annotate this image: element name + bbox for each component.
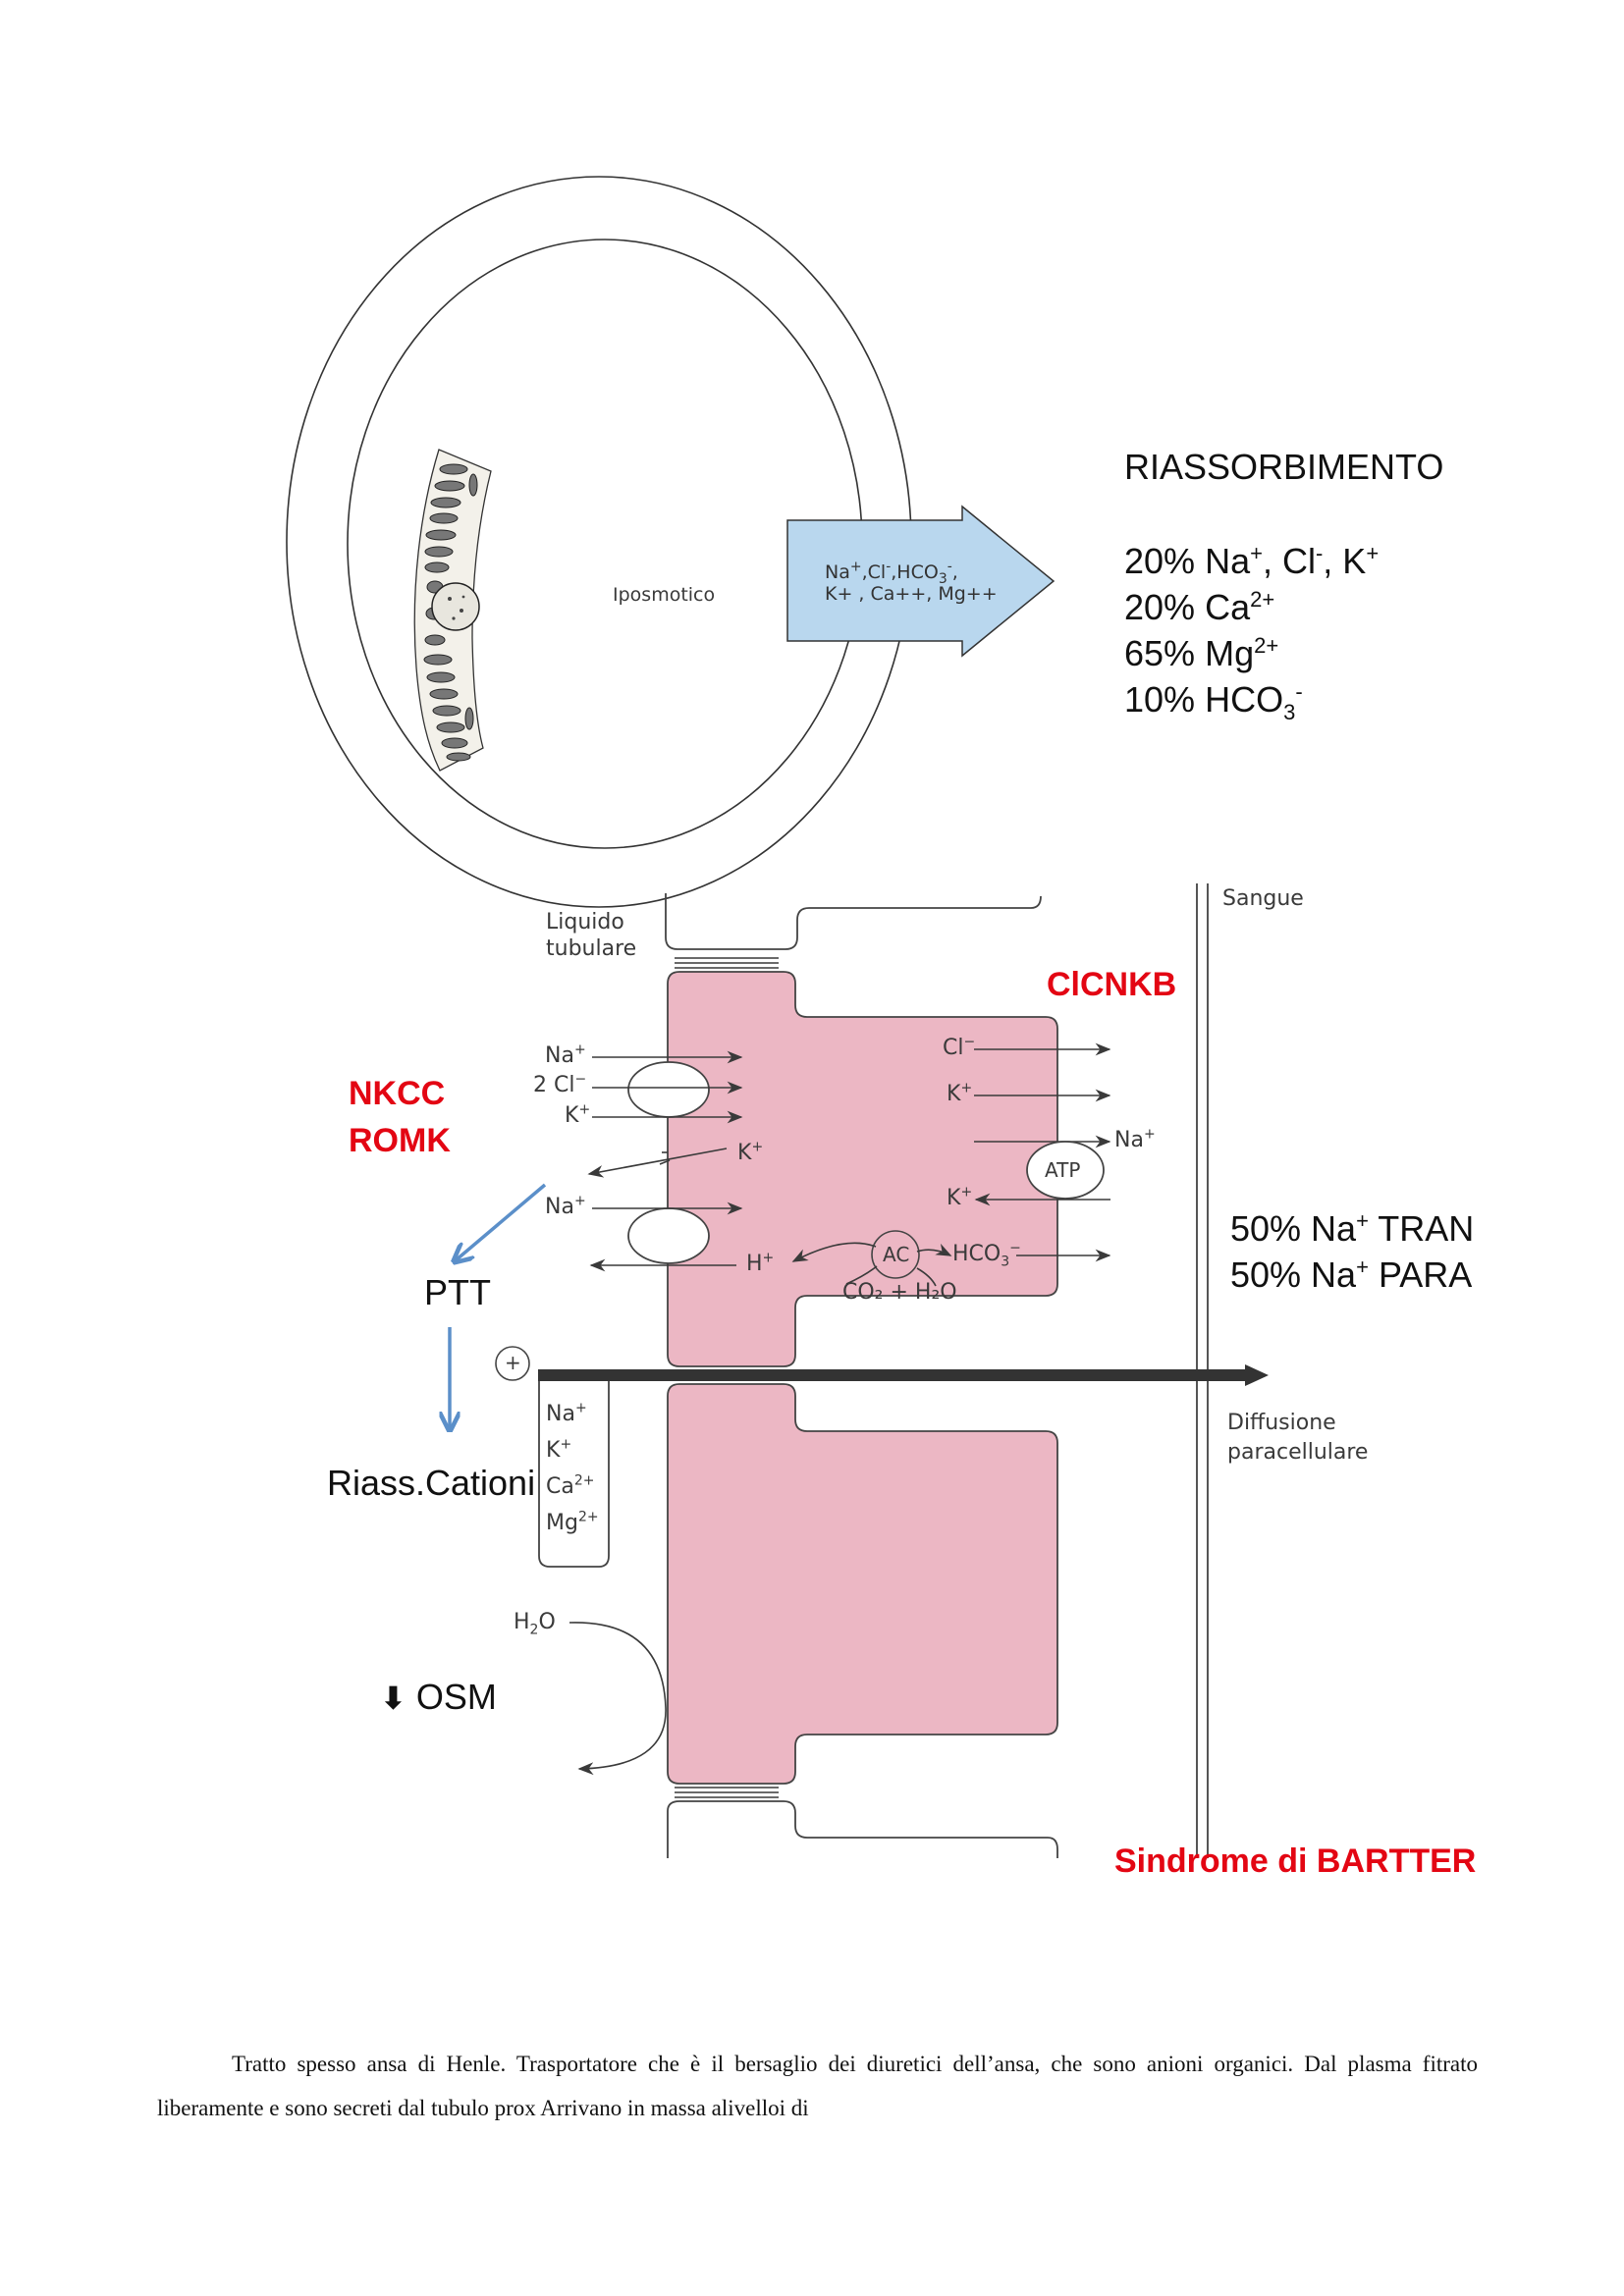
na-k-atpase bbox=[1026, 1141, 1105, 1200]
charge: 2+ bbox=[1254, 633, 1279, 658]
blood-label: Sangue bbox=[1222, 886, 1304, 911]
cation-na: Na+ bbox=[546, 1400, 587, 1426]
reabsorption-item-hco3: 10% HCO3- bbox=[1124, 676, 1303, 725]
reabsorption-item-mg: 65% Mg2+ bbox=[1124, 630, 1278, 676]
atp-label: ATP bbox=[1045, 1158, 1081, 1182]
ion: Mg bbox=[1205, 633, 1255, 673]
hco3-label: HCO3− bbox=[952, 1240, 1021, 1270]
charge: + bbox=[1366, 541, 1380, 565]
basolateral-k-in-label: K+ bbox=[947, 1184, 973, 1210]
blue-arrow-to-ptt bbox=[456, 1183, 547, 1260]
tight-junction-lower bbox=[675, 1787, 779, 1798]
co2-h2o-label: CO₂ + H₂O bbox=[842, 1280, 957, 1305]
nkcc-cl-label: 2 Cl− bbox=[533, 1071, 587, 1097]
nhe-h-label: H+ bbox=[746, 1250, 775, 1276]
nkcc-k-label: K+ bbox=[565, 1101, 591, 1128]
arrow-ions-line-2: K+ , Ca++, Mg++ bbox=[825, 583, 998, 605]
h2o-input-curve bbox=[916, 1267, 937, 1287]
charge: - bbox=[1315, 541, 1324, 565]
charge: - bbox=[1295, 679, 1303, 704]
cation-mg: Mg2+ bbox=[546, 1509, 599, 1535]
ion: , K bbox=[1323, 541, 1367, 581]
nkcc-annotation: NKCC ROMK bbox=[349, 1070, 451, 1164]
nhe-exchanger bbox=[627, 1207, 710, 1264]
co2-input-curve bbox=[845, 1265, 878, 1285]
charge: + bbox=[1250, 541, 1263, 565]
paracellular-arrow-head bbox=[1245, 1364, 1269, 1386]
arrow-ions-text: Na+,Cl-,HCO3-, K+ , Ca++, Mg++ bbox=[825, 561, 998, 605]
subscript: 3 bbox=[1283, 700, 1296, 725]
ion: , Cl bbox=[1262, 541, 1316, 581]
charge: 2+ bbox=[1250, 587, 1275, 612]
pct: 10% bbox=[1124, 679, 1196, 720]
nhe-na-label: Na+ bbox=[545, 1193, 586, 1219]
paracellular-diffusion-label: Diffusione paracellulare bbox=[1227, 1409, 1368, 1468]
plus-sign: + bbox=[505, 1351, 521, 1374]
reabsorption-block-arrow bbox=[786, 505, 1056, 658]
tubular-fluid-label-2: tubulare bbox=[546, 936, 637, 961]
clcnkb-label: ClCNKB bbox=[1047, 966, 1177, 1003]
positive-charge-circle bbox=[495, 1346, 530, 1381]
romk-channel-mark bbox=[659, 1151, 671, 1165]
na-trans-label: 50% Na+ TRANS bbox=[1230, 1208, 1476, 1249]
basolateral-cl-label: Cl− bbox=[943, 1034, 976, 1060]
nkcc-na-label: Na+ bbox=[545, 1041, 586, 1068]
arrow-ac-to-h bbox=[791, 1242, 877, 1262]
pct: 20% bbox=[1124, 587, 1196, 627]
lumen-label: Iposmotico bbox=[613, 584, 716, 606]
basolateral-na-label: Na+ bbox=[1114, 1126, 1156, 1152]
bartter-syndrome-label: Sindrome di BARTTER bbox=[1114, 1842, 1477, 1880]
ion: HCO bbox=[1205, 679, 1284, 720]
carbonic-anhydrase bbox=[871, 1230, 920, 1279]
diffusion-label-1: Diffusione bbox=[1227, 1411, 1336, 1435]
romk-label: ROMK bbox=[349, 1122, 451, 1159]
na-para-label: 50% Na+ PARA bbox=[1230, 1255, 1473, 1295]
nkcc-transporter bbox=[627, 1061, 710, 1118]
romk-k-label: K+ bbox=[737, 1139, 764, 1165]
water-label: H2O bbox=[514, 1610, 556, 1638]
cation-list: Na+ K+ Ca2+ Mg2+ bbox=[546, 1396, 599, 1541]
cation-k: K+ bbox=[546, 1436, 572, 1463]
cation-box bbox=[538, 1381, 610, 1568]
reabsorption-title: RIASSORBIMENTO bbox=[1124, 447, 1444, 487]
upper-cell-outline bbox=[665, 893, 1042, 950]
epithelial-cell-upper bbox=[667, 971, 1058, 1367]
epithelial-cell-sketch bbox=[413, 449, 492, 772]
arrow-ions-line-1: Na+,Cl-,HCO3-, bbox=[825, 559, 958, 587]
ion: Ca bbox=[1205, 587, 1251, 627]
epithelial-cell-lower bbox=[667, 1383, 1058, 1785]
osm-text: OSM bbox=[415, 1677, 497, 1717]
pct: 20% bbox=[1124, 541, 1196, 581]
tight-junction-upper bbox=[675, 957, 779, 969]
lower-cell-outline bbox=[667, 1800, 1058, 1858]
caption-paragraph: Tratto spesso ansa di Henle. Trasportato… bbox=[157, 2042, 1478, 2130]
diffusion-label-2: paracellulare bbox=[1227, 1440, 1369, 1465]
reabsorption-item-ca: 20% Ca2+ bbox=[1124, 584, 1274, 630]
ptt-label: PTT bbox=[424, 1272, 491, 1312]
arrow-k-romk bbox=[587, 1148, 728, 1178]
water-curve-arrow bbox=[568, 1622, 667, 1776]
pct: 65% bbox=[1124, 633, 1196, 673]
ac-label: AC bbox=[883, 1243, 910, 1266]
riass-cationi-label: Riass.Cationi bbox=[327, 1463, 536, 1503]
osm-label: ⬇ OSM bbox=[380, 1674, 497, 1722]
nkcc-label: NKCC bbox=[349, 1075, 446, 1112]
basolateral-k-out-label: K+ bbox=[947, 1080, 973, 1106]
reabsorption-item-na-cl-k: 20% Na+, Cl-, K+ bbox=[1124, 538, 1379, 584]
ion: Na bbox=[1205, 541, 1251, 581]
caption-text: Tratto spesso ansa di Henle. Trasportato… bbox=[157, 2052, 1478, 2120]
down-arrow-icon: ⬇ bbox=[380, 1680, 406, 1717]
tubular-fluid-label-1: Liquido bbox=[546, 910, 624, 934]
arrow-ac-to-hco3 bbox=[916, 1243, 952, 1256]
cation-ca: Ca2+ bbox=[546, 1472, 595, 1499]
tubular-fluid-label: Liquido tubulare bbox=[546, 909, 636, 962]
